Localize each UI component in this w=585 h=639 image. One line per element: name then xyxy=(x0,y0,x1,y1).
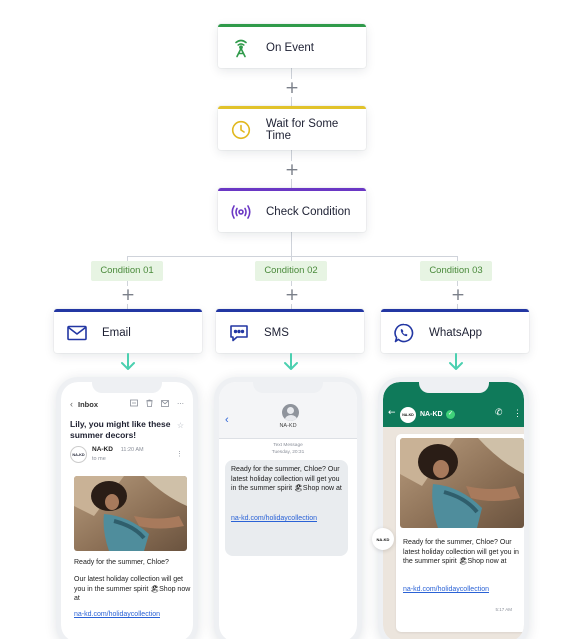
whatsapp-message: Ready for the summer, Chloe? Our latest … xyxy=(403,539,519,565)
email-time: 11:20 AM xyxy=(120,447,144,453)
whatsapp-icon xyxy=(393,322,415,344)
recipient: to me xyxy=(92,456,106,462)
phone-notch xyxy=(253,382,323,393)
product-photo xyxy=(400,438,524,528)
arrow-down-icon xyxy=(449,353,463,370)
email-subject: Lily, you might like these summer decors… xyxy=(70,419,171,440)
mailbox-name: Inbox xyxy=(78,399,98,409)
connector-3 xyxy=(291,232,292,256)
step-check-condition[interactable]: Check Condition xyxy=(218,188,366,232)
condition-badge-3[interactable]: Condition 03 xyxy=(420,261,492,281)
email-greeting: Ready for the summer, Chloe? xyxy=(74,559,169,566)
email-body: Our latest holiday collection will get y… xyxy=(74,576,191,602)
whatsapp-phone-preview: ← NA-KD NA-KD ✓ ✆ ⋮ Ready for the summer… xyxy=(378,377,529,639)
arrow-down-icon xyxy=(284,353,298,370)
add-step-button[interactable]: + xyxy=(119,285,137,305)
channel-whatsapp[interactable]: WhatsApp xyxy=(381,309,529,353)
phone-notch xyxy=(418,382,489,393)
more-icon[interactable]: ⋮ xyxy=(176,451,183,458)
channel-email[interactable]: Email xyxy=(54,309,202,353)
sms-message: Ready for the summer, Chloe? Our latest … xyxy=(231,466,342,492)
email-phone-preview: ‹ Inbox ⋯ Lily, you might like these sum… xyxy=(56,377,198,639)
add-step-button[interactable]: + xyxy=(283,285,301,305)
branch-line xyxy=(127,256,457,257)
branch-right xyxy=(457,256,458,310)
sms-bubble xyxy=(225,460,348,556)
sms-link[interactable]: na-kd.com/holidaycollection xyxy=(231,515,317,522)
channel-label: Email xyxy=(102,326,131,339)
condition-badge-2[interactable]: Condition 02 xyxy=(255,261,327,281)
call-icon[interactable]: ✆ xyxy=(495,408,503,418)
antenna-icon xyxy=(230,37,252,59)
add-step-button[interactable]: + xyxy=(283,160,301,180)
avatar xyxy=(282,404,299,421)
brand-badge: NA-KD xyxy=(372,528,394,550)
back-icon[interactable]: ‹ xyxy=(70,399,73,409)
branch-left xyxy=(127,256,128,310)
archive-icon[interactable] xyxy=(130,399,138,409)
step-wait[interactable]: Wait for Some Time xyxy=(218,106,366,150)
broadcast-icon xyxy=(230,201,252,223)
step-label: Check Condition xyxy=(266,205,351,218)
back-arrow-icon[interactable]: ← xyxy=(388,408,396,418)
sender-name: NA-KD xyxy=(92,446,113,453)
add-step-button[interactable]: + xyxy=(283,78,301,98)
arrow-down-icon xyxy=(121,353,135,370)
step-label: Wait for Some Time xyxy=(265,117,339,142)
step-on-event[interactable]: On Event xyxy=(218,24,366,68)
more-icon[interactable]: ⋮ xyxy=(513,408,522,418)
verified-icon: ✓ xyxy=(446,410,455,419)
channel-label: SMS xyxy=(264,326,289,339)
clock-icon xyxy=(230,119,252,141)
message-time: 5:17 AM xyxy=(495,607,512,612)
channel-sms[interactable]: SMS xyxy=(216,309,364,353)
mail-icon[interactable] xyxy=(161,399,169,409)
trash-icon[interactable] xyxy=(146,399,153,409)
sender-avatar: NA-KD xyxy=(70,446,87,463)
chat-icon xyxy=(228,322,250,344)
mail-icon xyxy=(66,322,88,344)
star-icon[interactable]: ☆ xyxy=(176,421,184,430)
back-icon[interactable]: ‹ xyxy=(225,414,229,426)
whatsapp-link[interactable]: na-kd.com/holidaycollection xyxy=(403,586,489,593)
channel-label: WhatsApp xyxy=(429,326,483,339)
contact-name: NA-KD xyxy=(279,423,297,429)
contact-name: NA-KD xyxy=(420,411,443,418)
branch-mid xyxy=(291,256,292,310)
condition-badge-1[interactable]: Condition 01 xyxy=(91,261,163,281)
add-step-button[interactable]: + xyxy=(449,285,467,305)
more-icon[interactable]: ⋯ xyxy=(177,401,184,408)
email-link[interactable]: na-kd.com/holidaycollection xyxy=(74,611,160,618)
contact-avatar: NA-KD xyxy=(400,407,416,423)
product-photo xyxy=(74,476,187,551)
step-label: On Event xyxy=(266,41,314,54)
phone-notch xyxy=(92,382,162,393)
